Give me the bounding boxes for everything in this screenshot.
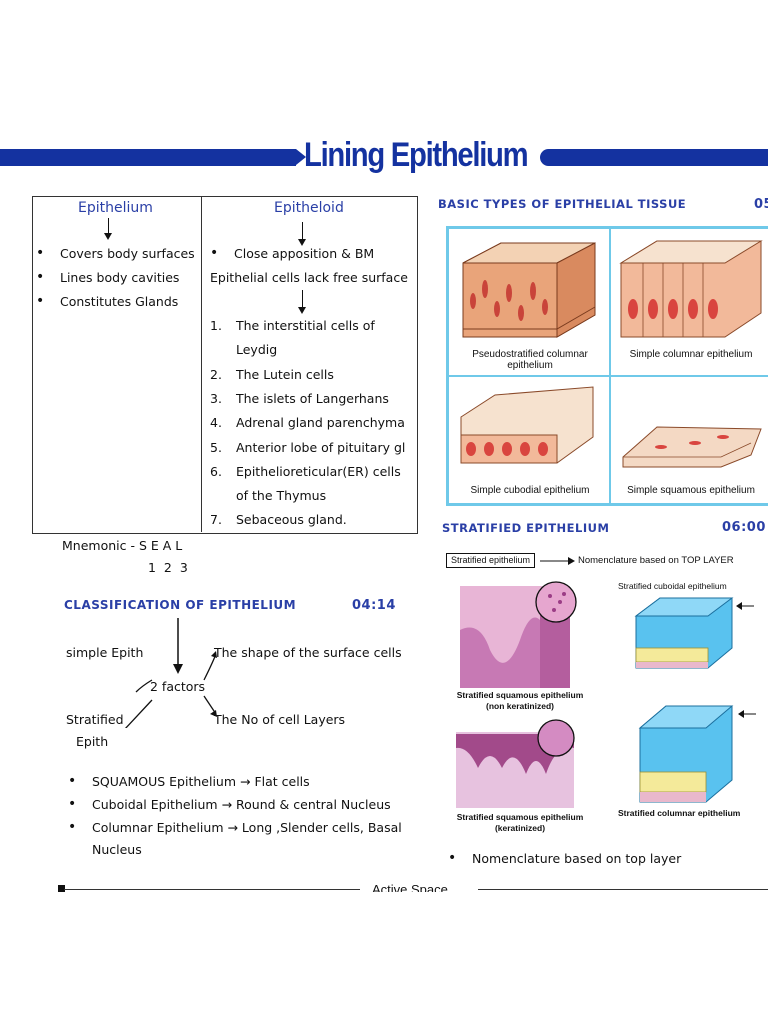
epitheloid-list-item: Sebaceous gland. <box>236 512 347 528</box>
squamous-nonkeratinized-micrograph <box>460 581 577 688</box>
epitheloid-list-item: Adrenal gland parenchyma <box>236 415 405 431</box>
epitheloid-list-number: 4. <box>210 415 222 431</box>
type-bullet: SQUAMOUS Epithelium → Flat cells <box>68 773 310 789</box>
shape-label: The shape of the surface cells <box>214 645 402 660</box>
classification-arrows <box>124 618 217 728</box>
page-title: Lining Epithelium <box>304 136 529 174</box>
layers-label: The No of cell Layers <box>214 712 346 727</box>
epithelium-item: Constitutes Glands <box>36 293 178 309</box>
epitheloid-list-number: 5. <box>210 439 222 455</box>
footer-label: Active Space <box>372 883 448 892</box>
epitheloid-list-number: 7. <box>210 512 222 528</box>
arrow-down-icon <box>103 218 112 240</box>
epitheloid-list-item: The islets of Langerhans <box>236 390 389 406</box>
epitheloid-list-item: of the Thymus <box>236 488 327 504</box>
epitheloid-list-item: The interstitial cells of <box>236 318 375 333</box>
simple-columnar-illustration <box>619 240 763 338</box>
footer-line-left <box>64 889 360 890</box>
epitheloid-list-item: The Lutein cells <box>236 366 334 382</box>
type-bullet: Cuboidal Epithelium → Round & central Nu… <box>68 796 391 812</box>
stratified-box-label: Stratified epithelium <box>446 553 536 568</box>
stratified-cuboidal-caption: Stratified cuboidal epithelium <box>618 581 727 591</box>
title-bar-right <box>540 149 768 166</box>
classification-time: 04:14 <box>352 598 396 613</box>
simple-cuboidal-panel: Simple cubodial epithelium <box>448 376 610 504</box>
epitheloid-heading: Epitheloid <box>274 200 344 216</box>
epitheloid-list-number: 1. <box>210 318 222 333</box>
footer-line-right <box>478 889 768 890</box>
stratified-cuboidal-illustration <box>634 597 754 669</box>
nomenclature-bullet: Nomenclature based on top layer <box>448 850 681 866</box>
factors-label: 2 factors <box>150 679 206 694</box>
epitheloid-list-number: 2. <box>210 366 222 382</box>
squamous-nk-caption-2: (non keratinized) <box>485 701 554 711</box>
epithelium-heading: Epithelium <box>78 200 153 216</box>
mnemonic-numbers: 1 2 3 <box>148 560 190 575</box>
simple-squamous-panel: Simple squamous epithelium <box>610 376 768 504</box>
pseudostratified-caption-2: epithelium <box>507 360 553 371</box>
epitheloid-note: Epithelial cells lack free surface <box>210 270 408 285</box>
simple-cuboidal-illustration <box>460 386 594 464</box>
simple-cuboidal-caption: Simple cubodial epithelium <box>470 485 590 496</box>
squamous-k-caption: Stratified squamous epithelium <box>456 812 584 822</box>
table-divider <box>201 196 202 532</box>
epithelium-item: Lines body cavities <box>36 269 179 285</box>
nomenclature-label: Nomenclature based on TOP LAYER <box>578 555 734 566</box>
epitheloid-list-item: Epithelioreticular(ER) cells <box>236 463 401 479</box>
arrow-down-icon <box>297 290 306 314</box>
stratified-time: 06:00 <box>722 520 766 535</box>
epitheloid-list-item: Anterior lobe of pituitary gl <box>236 439 406 455</box>
stratified-columnar-caption: Stratified columnar epithelium <box>618 808 741 818</box>
title-bar-left <box>0 149 306 166</box>
epitheloid-bullet: Close apposition & BM <box>210 245 374 261</box>
pseudostratified-panel: Pseudostratified columnar epithelium <box>448 228 610 376</box>
squamous-nk-caption: Stratified squamous epithelium <box>456 690 584 700</box>
comparison-table <box>32 196 418 534</box>
squamous-k-caption-2: (keratinized) <box>494 823 546 833</box>
simple-epith-label: simple Epith <box>66 645 144 660</box>
mnemonic-label: Mnemonic - S E A L <box>62 538 183 553</box>
epitheloid-list-number: 6. <box>210 463 222 479</box>
basic-types-heading: BASIC TYPES OF EPITHELIAL TISSUE <box>438 197 687 211</box>
arrow-down-icon <box>297 222 306 246</box>
stratified-label-2: Epith <box>76 734 109 749</box>
footer-marker <box>58 885 65 892</box>
epitheloid-list-item: Leydig <box>236 342 278 358</box>
type-bullet: Columnar Epithelium → Long ,Slender cell… <box>68 819 402 835</box>
epithelium-item: Covers body surfaces <box>36 245 195 261</box>
simple-squamous-illustration <box>622 426 762 468</box>
epithelium-types-grid: Pseudostratified columnar epithelium Sim… <box>446 226 768 506</box>
classification-heading: CLASSIFICATION OF EPITHELIUM <box>64 598 297 612</box>
basic-types-time: 05 <box>754 197 768 212</box>
simple-squamous-caption: Simple squamous epithelium <box>627 485 755 496</box>
epitheloid-list-number: 3. <box>210 390 222 406</box>
stratified-label: Stratified <box>66 712 124 727</box>
simple-columnar-panel: Simple columnar epithelium <box>610 228 768 376</box>
squamous-keratinized-micrograph <box>456 719 575 808</box>
type-bullet-continuation: Nucleus <box>92 842 142 857</box>
stratified-heading: STRATIFIED EPITHELIUM <box>442 521 610 535</box>
pseudostratified-illustration <box>462 242 596 338</box>
pseudostratified-caption: Pseudostratified columnar <box>472 349 588 360</box>
simple-columnar-caption: Simple columnar epithelium <box>629 349 753 360</box>
arrow-right-icon <box>540 557 575 565</box>
stratified-columnar-illustration <box>638 705 756 803</box>
